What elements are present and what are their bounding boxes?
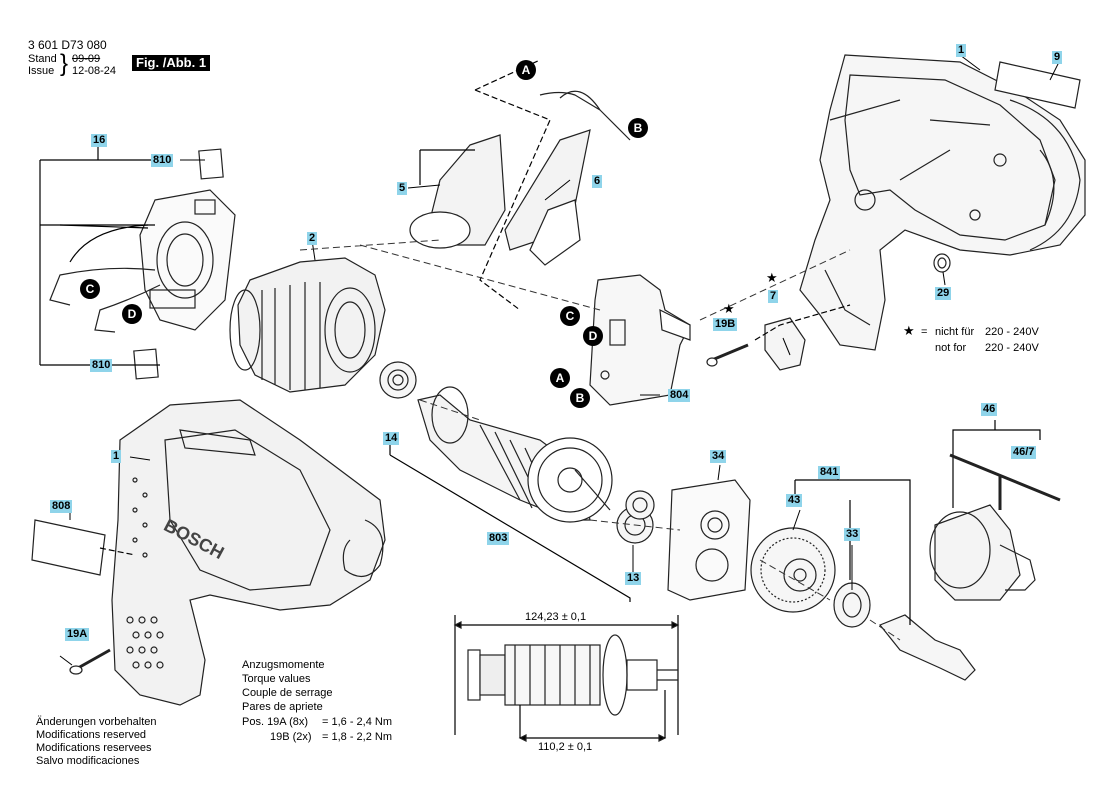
label-810-bottom: 810 (90, 359, 113, 372)
label-808: 808 (50, 500, 73, 513)
stand-label: Stand (28, 53, 57, 65)
label-804: 804 (668, 389, 691, 402)
connector-c-marker: C (560, 306, 580, 326)
label-29: 29 (935, 287, 952, 300)
label-33: 33 (844, 528, 861, 541)
label-13: 13 (625, 572, 642, 585)
dimension-total-length: 124,23 ± 0,1 (525, 611, 587, 623)
armature-dimension-drawing (453, 615, 680, 742)
dimension-inner-length: 110,2 ± 0,1 (538, 741, 593, 753)
issue-date: 12-08-24 (72, 65, 117, 77)
label-1-drill: 1 (111, 450, 122, 463)
torque-title-fr: Couple de serrage (242, 687, 333, 699)
issue-label: Issue (28, 65, 55, 77)
connector-c-marker: C (80, 279, 100, 299)
note-nicht-fur: nicht für (935, 326, 975, 338)
torque-title-en: Torque values (242, 673, 311, 685)
note-not-for: not for (935, 342, 967, 354)
label-1-housing: 1 (956, 44, 967, 57)
label-6: 6 (592, 175, 603, 188)
part-number: 3 601 D73 080 (28, 38, 107, 52)
connector-d-marker: D (583, 326, 603, 346)
strain-relief-parts (409, 59, 631, 311)
torque-19b-value: = 1,8 - 2,2 Nm (322, 731, 393, 743)
star-icon: ★ (766, 270, 778, 285)
star-icon: ★ (723, 301, 735, 316)
changes-en: Modifications reserved (36, 729, 147, 741)
date-brace: } (60, 50, 69, 77)
field-stator (229, 257, 386, 393)
label-841: 841 (818, 466, 841, 479)
label-14: 14 (383, 432, 400, 445)
connector-b-marker: B (570, 388, 590, 408)
label-2: 2 (307, 232, 318, 245)
stand-date: 09-09 (72, 53, 101, 65)
connector-b-marker: B (628, 118, 648, 138)
torque-title-de: Anzugsmomente (242, 659, 325, 671)
torque-19a-value: = 1,6 - 2,4 Nm (322, 716, 393, 728)
brush-holder (139, 189, 236, 331)
star-icon: ★ (903, 323, 915, 338)
label-19a: 19A (65, 628, 90, 641)
label-7: 7 (768, 290, 779, 303)
connector-d-marker: D (122, 304, 142, 324)
changes-de: Änderungen vorbehalten (36, 716, 157, 728)
housing-half (799, 54, 1086, 351)
label-810-top: 810 (151, 154, 174, 167)
torque-title-es: Pares de apriete (242, 701, 323, 713)
torque-19b-label: 19B (2x) (270, 731, 312, 743)
connector-a-marker: A (550, 368, 570, 388)
assembled-drill (111, 399, 386, 706)
changes-es: Salvo modificaciones (36, 755, 140, 767)
changes-fr: Modifications reservees (36, 742, 152, 754)
switch (589, 274, 691, 406)
label-5: 5 (397, 182, 408, 195)
label-34: 34 (710, 450, 727, 463)
label-46: 46 (981, 403, 998, 416)
label-43: 43 (786, 494, 803, 507)
torque-19a-label: Pos. 19A (8x) (242, 716, 309, 728)
figure-title: Fig. /Abb. 1 (132, 55, 211, 71)
label-19b: 19B (713, 318, 738, 331)
label-16: 16 (91, 134, 108, 147)
note-equals: = (921, 326, 928, 338)
connector-a-marker: A (516, 60, 536, 80)
label-46-7: 46/7 (1011, 446, 1037, 459)
chuck (929, 504, 1036, 601)
label-9: 9 (1052, 51, 1063, 64)
label-803: 803 (487, 532, 510, 545)
note-voltage-en: 220 - 240V (985, 342, 1039, 354)
note-voltage-de: 220 - 240V (985, 326, 1039, 338)
